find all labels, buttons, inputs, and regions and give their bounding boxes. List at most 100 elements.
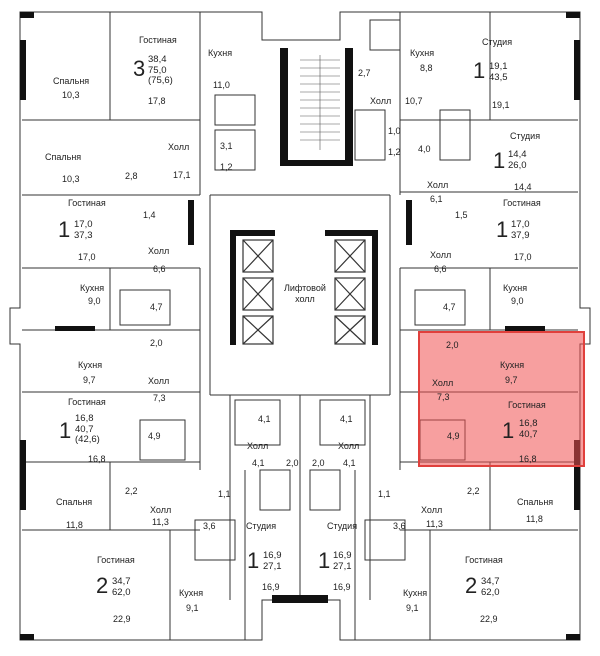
a8-bed-label: Спальня bbox=[56, 497, 93, 507]
a9-area-living: 16,9 bbox=[263, 550, 282, 561]
a6-area-total: 40,7 bbox=[75, 423, 94, 435]
a10-area-total: 27,1 bbox=[333, 560, 352, 572]
a6-kitchen-label: Кухня bbox=[78, 360, 103, 370]
a6-areas: 16,8 40,7 (42,6) bbox=[75, 413, 100, 446]
a1-val-8: 1,2 bbox=[220, 162, 233, 172]
a10-rooms-count: 1 bbox=[318, 548, 331, 573]
a3-val-2: 1,0 bbox=[388, 126, 401, 136]
a1-living-label: Гостиная bbox=[139, 35, 177, 45]
center-val-4: 2,0 bbox=[286, 458, 299, 468]
a11-bed-label: Спальня bbox=[517, 497, 554, 507]
a3-val-3: 4,0 bbox=[418, 144, 431, 154]
a6-val-3: 7,3 bbox=[153, 393, 166, 403]
a3-hall-label: Холл bbox=[427, 180, 449, 190]
a3-val-5: 6,1 bbox=[430, 194, 443, 204]
a7-area-total: 40,7 bbox=[519, 428, 538, 440]
a1-areas: 38,4 75,0 (75,6) bbox=[148, 54, 173, 87]
a8-kitchen-label: Кухня bbox=[179, 588, 204, 598]
a3-val-1: 14,4 bbox=[514, 182, 532, 192]
a6-val-2: 2,0 bbox=[150, 338, 163, 348]
a9-areas: 16,9 27,1 bbox=[263, 550, 282, 572]
a10-studio-label: Студия bbox=[327, 521, 358, 531]
a7-val-1: 9,7 bbox=[505, 375, 518, 385]
a1-bed2-label: Спальня bbox=[45, 152, 82, 162]
a9-area-total: 27,1 bbox=[263, 560, 282, 572]
a4-val-5: 4,7 bbox=[150, 302, 163, 312]
a4-living-label: Гостиная bbox=[68, 198, 106, 208]
a11-area-total: 62,0 bbox=[481, 586, 500, 598]
a1-val-3: 11,0 bbox=[213, 80, 230, 90]
a8-val-1: 2,2 bbox=[125, 486, 138, 496]
a5-area-total: 37,9 bbox=[511, 229, 530, 241]
a11-val-2: 11,8 bbox=[526, 514, 543, 524]
a11-living-label: Гостиная bbox=[465, 555, 503, 565]
a4-rooms-count: 1 bbox=[58, 217, 71, 242]
a6-val-5: 16,8 bbox=[88, 454, 106, 464]
a1-val-1: 10,3 bbox=[62, 90, 80, 100]
a5-rooms-count: 1 bbox=[496, 217, 509, 242]
a1-val-2: 17,8 bbox=[148, 96, 166, 106]
a6-rooms-count: 1 bbox=[59, 418, 72, 443]
a2-area-total: 43,5 bbox=[489, 71, 508, 83]
a6-area-living: 16,8 bbox=[75, 413, 94, 424]
a4-area-living: 17,0 bbox=[74, 219, 93, 230]
a11-val-3: 11,3 bbox=[426, 519, 443, 529]
a7-val-3: 7,3 bbox=[437, 392, 450, 402]
center-val-1: 4,1 bbox=[258, 414, 271, 424]
a8-val-5: 3,6 bbox=[203, 521, 216, 531]
a7-val-2: 2,0 bbox=[446, 340, 459, 350]
a1-area-total: 75,0 bbox=[148, 64, 167, 76]
a3-studio-label: Студия bbox=[510, 131, 541, 141]
a1-kitchen-label: Кухня bbox=[208, 48, 233, 58]
a1-val-7: 3,1 bbox=[220, 141, 233, 151]
a10-val-1: 16,9 bbox=[333, 582, 351, 592]
a6-area-total-alt: (42,6) bbox=[75, 434, 100, 445]
a5-val-3: 6,6 bbox=[434, 264, 447, 274]
a9-studio-label: Студия bbox=[246, 521, 277, 531]
a5-areas: 17,0 37,9 bbox=[511, 219, 530, 241]
center-val-6: 4,1 bbox=[343, 458, 356, 468]
a6-living-label: Гостиная bbox=[68, 397, 106, 407]
a11-rooms-count: 2 bbox=[465, 573, 478, 598]
a8-areas: 34,7 62,0 bbox=[112, 576, 131, 598]
a11-val-7: 22,9 bbox=[480, 614, 498, 624]
a8-hall-label: Холл bbox=[150, 505, 172, 515]
a4-hall-label: Холл bbox=[148, 246, 170, 256]
a11-val-6: 9,1 bbox=[406, 603, 419, 613]
a1-val-6: 17,1 bbox=[173, 170, 191, 180]
a2-val-3: 10,7 bbox=[405, 96, 423, 106]
a7-area-living: 16,8 bbox=[519, 418, 538, 429]
a8-area-living: 34,7 bbox=[112, 576, 131, 587]
a8-rooms-count: 2 bbox=[96, 573, 109, 598]
a4-area-total: 37,3 bbox=[74, 229, 93, 241]
a8-area-total: 62,0 bbox=[112, 586, 131, 598]
a7-areas: 16,8 40,7 bbox=[519, 418, 538, 440]
a3-area-living: 14,4 bbox=[508, 149, 527, 160]
highlighted-apartment[interactable] bbox=[418, 331, 585, 467]
a8-val-2: 11,8 bbox=[66, 520, 83, 530]
a10-areas: 16,9 27,1 bbox=[333, 550, 352, 572]
center-hall-right: Холл bbox=[338, 441, 360, 451]
a4-areas: 17,0 37,3 bbox=[74, 219, 93, 241]
a10-area-living: 16,9 bbox=[333, 550, 352, 561]
a2-studio-label: Студия bbox=[482, 37, 513, 47]
a7-val-5: 16,8 bbox=[519, 454, 537, 464]
a7-val-4: 4,9 bbox=[447, 431, 460, 441]
a1-area-living: 38,4 bbox=[148, 54, 167, 65]
a7-living-label: Гостиная bbox=[508, 400, 546, 410]
a7-kitchen-label: Кухня bbox=[500, 360, 525, 370]
lift-hall-label: Лифтовой холл bbox=[284, 283, 326, 304]
a2-hall-label: Холл bbox=[370, 96, 392, 106]
a3-area-total: 26,0 bbox=[508, 159, 527, 171]
center-val-5: 2,0 bbox=[312, 458, 325, 468]
a2-kitchen-label: Кухня bbox=[410, 48, 435, 58]
a6-val-1: 9,7 bbox=[83, 375, 96, 385]
a2-area-living: 19,1 bbox=[489, 61, 508, 72]
center-val-3: 4,1 bbox=[252, 458, 265, 468]
a3-areas: 14,4 26,0 bbox=[508, 149, 527, 171]
a4-val-1: 17,0 bbox=[78, 252, 96, 262]
a11-val-1: 2,2 bbox=[467, 486, 480, 496]
a5-hall-label: Холл bbox=[430, 250, 452, 260]
a3-val-4: 1,2 bbox=[388, 147, 401, 157]
